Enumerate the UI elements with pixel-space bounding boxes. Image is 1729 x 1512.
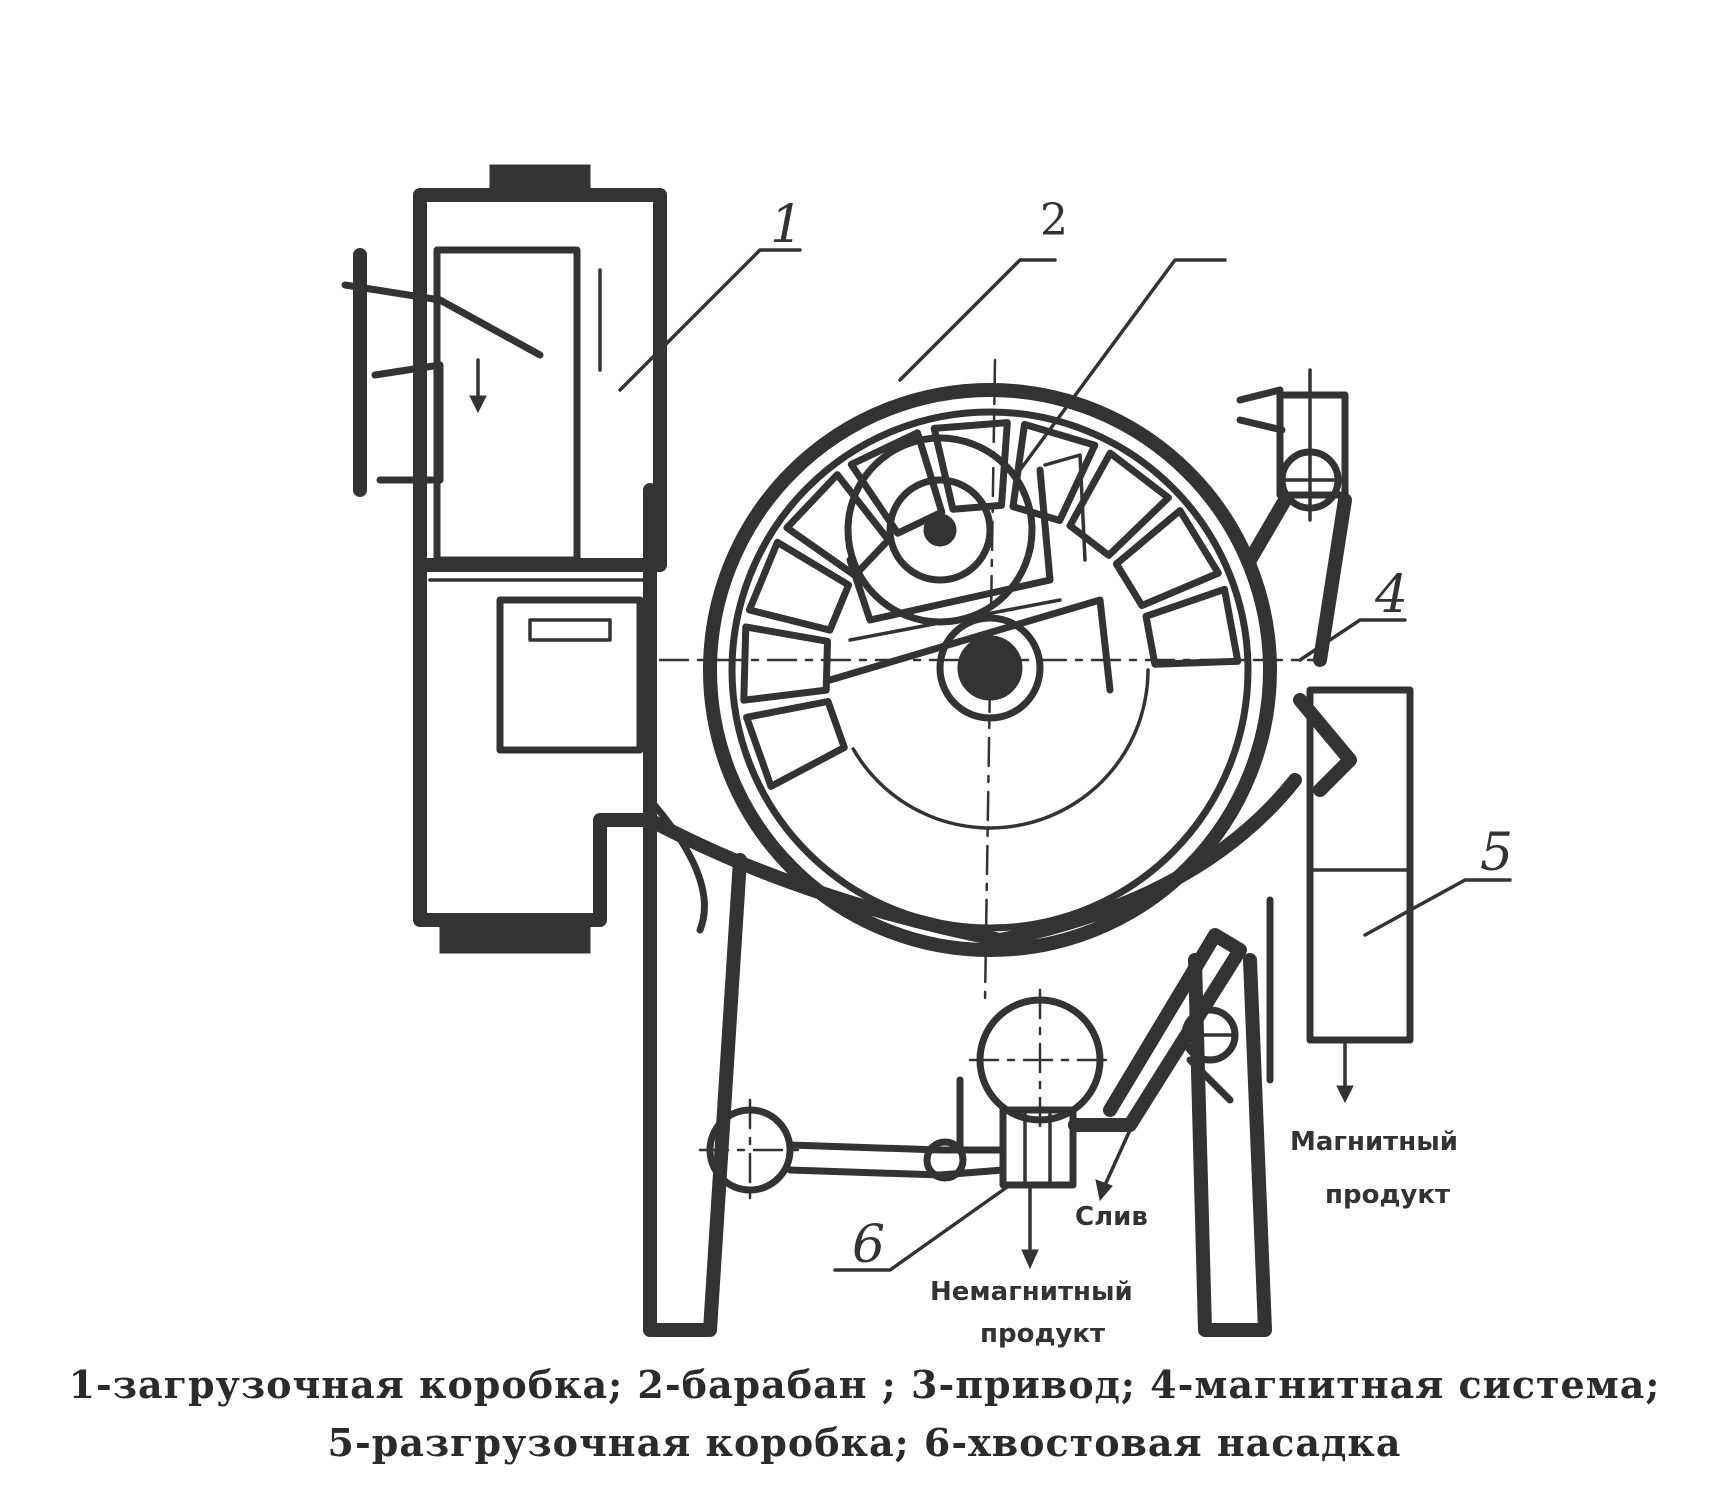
caption-line-2: 5-разгрузочная коробка; 6-хвостовая наса… xyxy=(327,1420,1402,1465)
magnetic-product-label-line1: Магнитный xyxy=(1290,1127,1458,1157)
magnetic-system xyxy=(740,419,1242,830)
callout-5: 5 xyxy=(1480,823,1513,883)
magnet-segment xyxy=(847,429,946,537)
magnet-inner-arc xyxy=(851,668,1150,830)
top-right-pulley xyxy=(1236,368,1352,667)
magnet-segment xyxy=(1066,449,1172,559)
magnet-segment xyxy=(745,538,853,634)
nonmagnetic-product-label-line1: Немагнитный xyxy=(930,1277,1133,1307)
callout-4: 4 xyxy=(1374,565,1408,625)
callout-1: 1 xyxy=(770,195,803,255)
support-frame xyxy=(643,483,1302,1337)
callout-leaders xyxy=(618,248,1512,1272)
drum xyxy=(658,358,1322,1002)
discharge-box xyxy=(1293,686,1414,1104)
magnetic-product-label-line2: продукт xyxy=(1325,1180,1450,1210)
drain-label: Слив xyxy=(1075,1202,1148,1232)
magnet-segment xyxy=(740,623,831,704)
callout-2: 2 xyxy=(1040,195,1068,246)
drive-assembly xyxy=(826,434,1114,694)
magnet-segment xyxy=(783,471,892,579)
magnet-segment xyxy=(930,419,1011,513)
loading-box xyxy=(341,164,667,954)
tail-nozzle xyxy=(698,928,1247,1270)
callout-6: 6 xyxy=(852,1215,885,1275)
magnet-segment xyxy=(1009,420,1099,524)
caption-line-1: 1-загрузочная коробка; 2-барабан ; 3-при… xyxy=(68,1362,1661,1407)
magnet-segment xyxy=(1112,507,1222,609)
magnet-segment xyxy=(743,698,848,790)
nonmagnetic-product-label-line2: продукт xyxy=(980,1319,1105,1349)
magnet-segment xyxy=(1142,585,1242,668)
